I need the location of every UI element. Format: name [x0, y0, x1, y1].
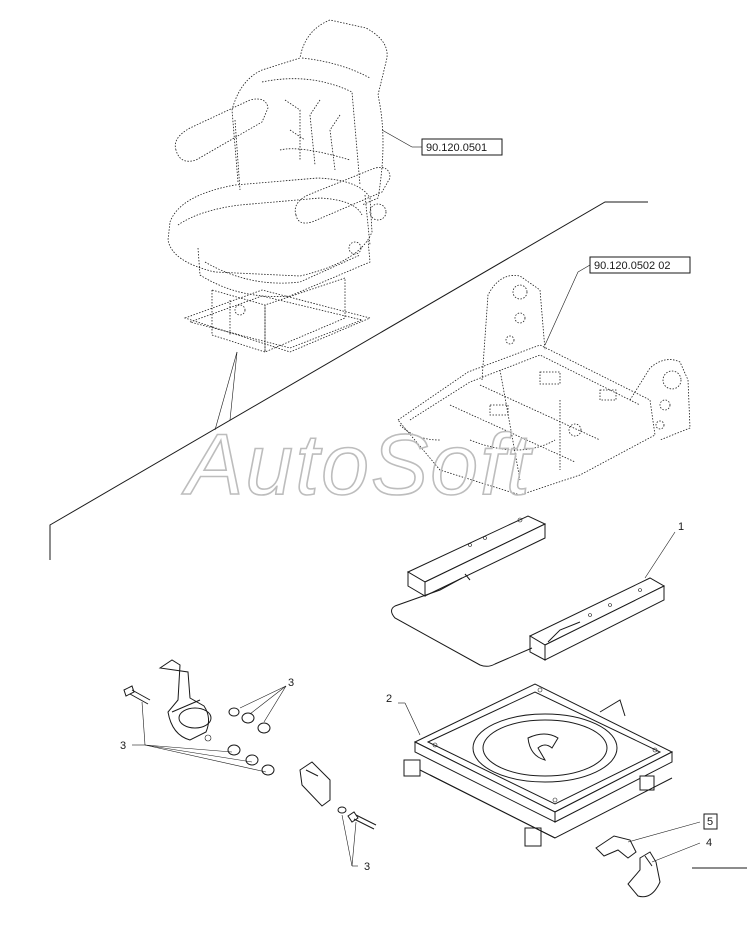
callout-hardware-upper[interactable]: 3 — [288, 677, 294, 689]
lever-callout-box[interactable]: 5 — [703, 813, 718, 830]
callout-hardware-lower[interactable]: 3 — [120, 740, 126, 752]
swivel-plate-illustration — [403, 683, 674, 847]
right-buckle-illustration — [299, 761, 377, 830]
seat-frame-leader — [544, 271, 579, 346]
callout-lever: 5 — [707, 816, 713, 828]
callout-rail[interactable]: 1 — [678, 521, 684, 533]
seat-frame-reference: 90.120.0502 02 — [594, 260, 670, 272]
lever-leader — [627, 821, 701, 843]
seat-frame-illustration — [397, 275, 691, 496]
seat-assembly-reference: 90.120.0501 — [426, 142, 487, 154]
watermark: AutoSoft — [181, 417, 533, 513]
rail-leader — [644, 531, 676, 579]
callout-buckle-hardware[interactable]: 3 — [364, 861, 370, 873]
seat-frame-reference-box[interactable]: 90.120.0502 02 — [589, 256, 691, 274]
left-belt-illustration — [123, 659, 275, 776]
seat-assembly-leader — [381, 129, 413, 148]
slide-rails-illustration — [391, 515, 666, 667]
seat-assembly-reference-box[interactable]: 90.120.0501 — [421, 138, 503, 156]
knob-leader — [651, 842, 701, 863]
knob-illustration — [627, 851, 661, 898]
callout-swivel[interactable]: 2 — [386, 693, 392, 705]
lever-illustration — [595, 835, 637, 859]
hardware-leaders-upper — [239, 685, 287, 709]
section-divider-line — [49, 201, 648, 560]
callout-knob[interactable]: 4 — [706, 837, 712, 849]
seat-assembly-illustration — [167, 19, 391, 353]
connector-line — [214, 351, 238, 431]
